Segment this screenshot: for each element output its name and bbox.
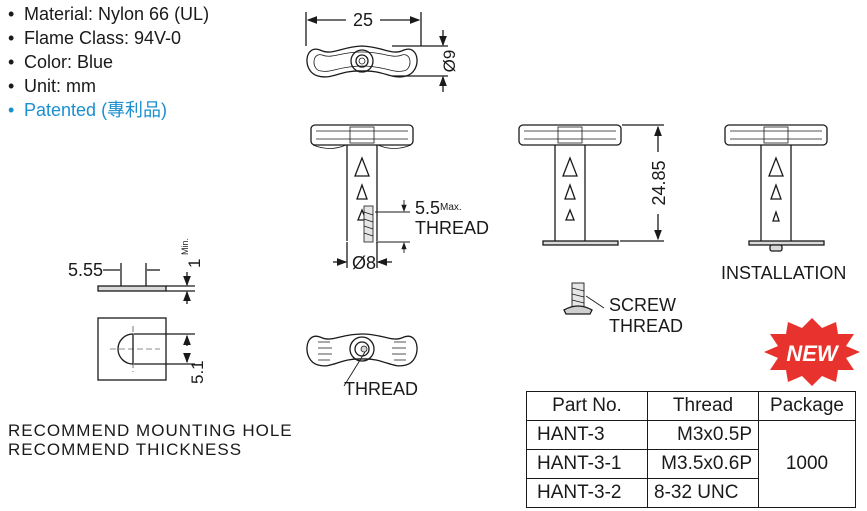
screw-thread-label: THREAD [609,316,684,336]
mounting-hole [97,317,195,381]
recommend-hole-text: RECOMMEND MOUNTING HOLE [8,421,293,440]
spec-list: •Material: Nylon 66 (UL) •Flame Class: 9… [8,2,209,122]
table-header-row: Part No. Thread Package [526,391,856,421]
cell-thread: M3x0.5P [647,420,759,450]
thickness-plate [97,263,195,304]
cell-thread: M3.5x0.6P [647,449,759,479]
screw-illustration [563,282,593,315]
screw-label: SCREW [609,295,676,315]
hole-5-55-label: 5.55 [68,260,104,280]
dia9-label: Ø9 [440,50,459,73]
cell-thread: 8-32 UNC [647,478,759,508]
bottom-thread-label: THREAD [344,379,419,399]
spec-material: •Material: Nylon 66 (UL) [8,4,210,24]
thread-5-5-label: 5.5Max. [415,198,462,218]
bottom-thread-leader [343,351,366,387]
cell-part: HANT-3-2 [526,478,648,508]
new-badge-text: NEW [786,341,840,366]
min-suffix-label: Min. [180,238,190,255]
bottom-view-knob [306,333,418,367]
table-row: HANT-3-2 8-32 UNC [526,478,856,508]
dimension-dia8 [333,242,392,268]
thread-label: THREAD [415,218,490,238]
spec-color: •Color: Blue [8,52,114,72]
hole-5-1-label: 5.1 [188,360,207,384]
spec-patented: •Patented (專利品) [8,100,168,120]
dimension-dia9 [392,30,448,92]
header-package: Package [758,391,856,421]
dimension-24-85 [620,124,664,242]
cell-package: 1000 [758,420,856,508]
cell-part: HANT-3-1 [526,449,648,479]
width-25-label: 25 [353,10,374,30]
installation-view [724,124,828,252]
installation-label: INSTALLATION [721,263,847,283]
header-part-no: Part No. [526,391,648,421]
parts-table: Part No. Thread Package HANT-3 M3x0.5P 1… [526,391,856,508]
min1-label: 1 [185,259,204,268]
dimension-25 [305,12,422,46]
table-row: HANT-3 M3x0.5P 1000 [526,420,856,508]
top-view-knob [306,45,418,78]
new-badge: NEW [764,318,860,386]
recommend-thickness-text: RECOMMEND THICKNESS [8,440,243,459]
header-thread: Thread [647,391,759,421]
spec-unit: •Unit: mm [8,76,96,96]
screw-leader [585,295,605,309]
dia8-label: Ø8 [352,253,377,273]
height-24-85-label: 24.85 [649,160,669,205]
side-view-height [518,124,622,246]
spec-flame-class: •Flame Class: 94V-0 [8,28,182,48]
cell-part: HANT-3 [526,420,648,450]
side-view-thread [310,124,414,243]
recommend-notes: RECOMMEND MOUNTING HOLE RECOMMEND THICKN… [8,421,293,459]
